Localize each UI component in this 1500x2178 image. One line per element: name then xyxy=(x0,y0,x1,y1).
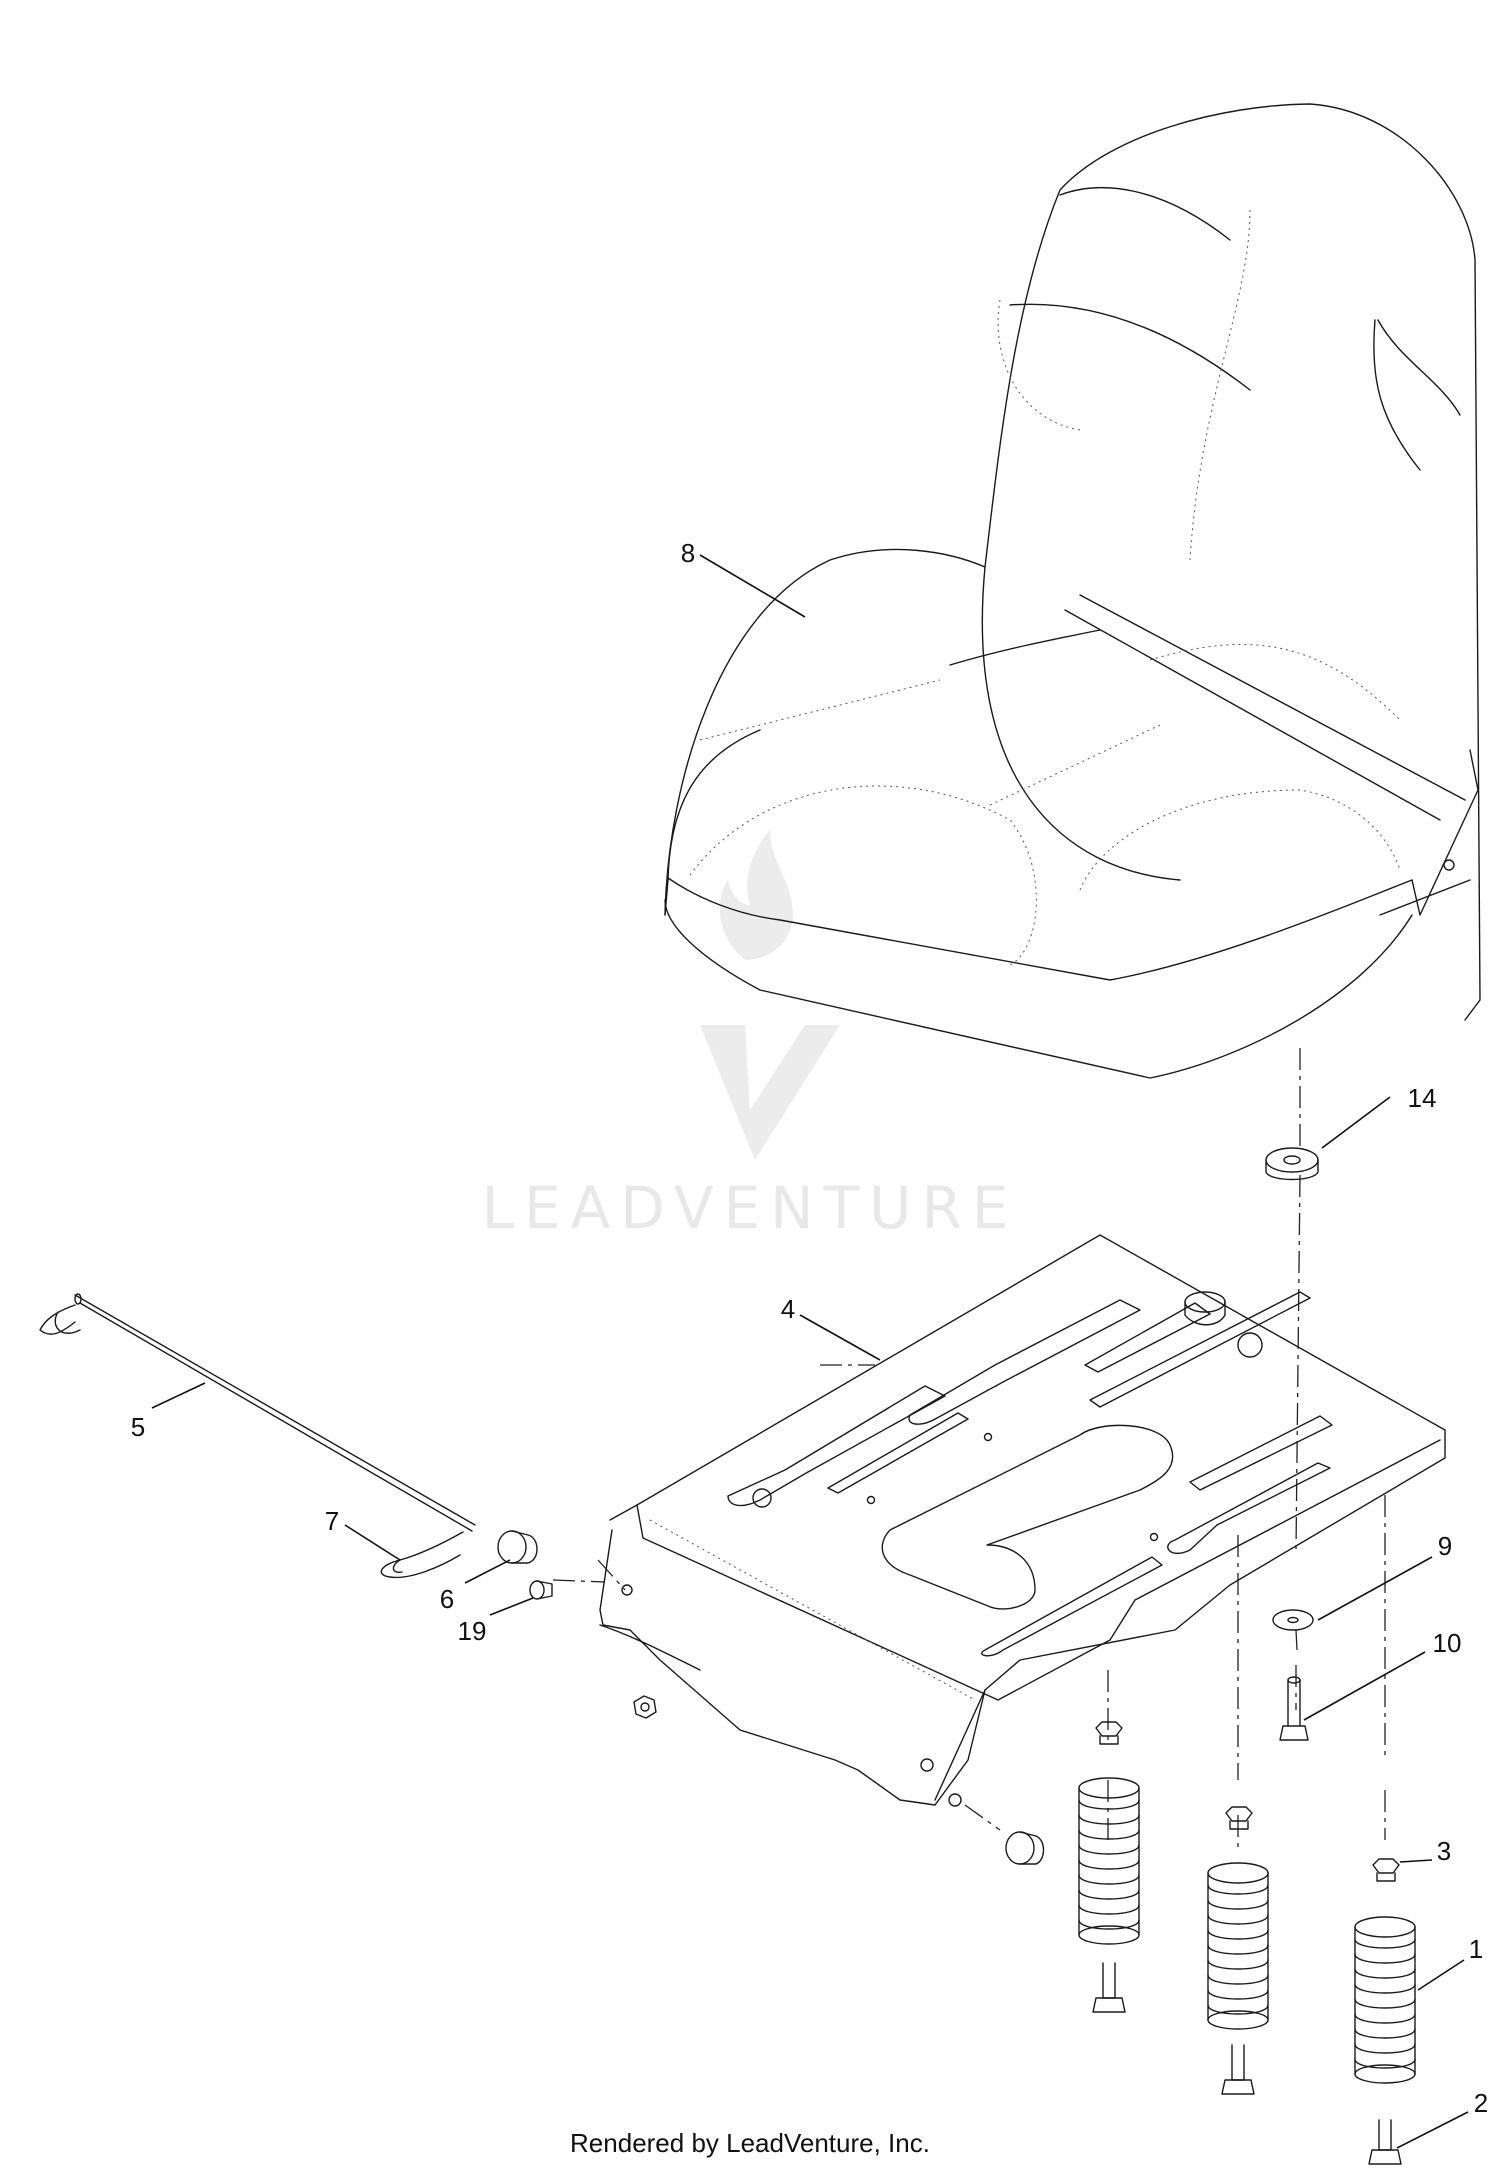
leadventure-watermark: LEADVENTURE xyxy=(482,830,1019,1242)
callout-4: 4 xyxy=(781,1294,795,1324)
leader-19 xyxy=(489,1597,534,1616)
leader-4 xyxy=(799,1314,881,1361)
watermark-text: LEADVENTURE xyxy=(482,1174,1019,1242)
seat-plate-part-4 xyxy=(599,1234,1446,1807)
washer-part-9 xyxy=(1272,1609,1314,1631)
washer-part-14 xyxy=(1265,1147,1319,1181)
clip-part-7 xyxy=(380,1531,464,1579)
v-logo-icon xyxy=(700,1025,840,1160)
leader-5 xyxy=(151,1382,206,1409)
spring-assembly-middle xyxy=(1207,1806,1269,2095)
bolt-part-19 xyxy=(529,1580,553,1600)
leader-9 xyxy=(1317,1556,1433,1621)
callout-7: 7 xyxy=(325,1506,339,1536)
callout-5: 5 xyxy=(131,1412,145,1442)
plate-nut xyxy=(633,1695,657,1719)
callout-6: 6 xyxy=(440,1584,454,1614)
spring-assembly-right xyxy=(1354,1858,1416,2165)
assembly-axis-lines xyxy=(552,1048,1386,1850)
leader-7 xyxy=(344,1524,401,1561)
callout-19: 19 xyxy=(458,1616,487,1646)
callout-leaders xyxy=(151,554,1469,2149)
leader-6 xyxy=(464,1559,511,1584)
plate-bushing xyxy=(1005,1831,1045,1865)
bolt-part-10 xyxy=(1279,1676,1309,1741)
flame-logo-icon xyxy=(719,830,793,960)
seat-part-8 xyxy=(664,103,1481,1079)
leader-8 xyxy=(699,554,806,618)
callout-9: 9 xyxy=(1438,1531,1452,1561)
callout-10: 10 xyxy=(1433,1628,1462,1658)
leader-1 xyxy=(1417,1959,1465,1991)
rod-part-5 xyxy=(39,1293,476,1532)
leader-10 xyxy=(1303,1651,1426,1721)
callout-1: 1 xyxy=(1469,1934,1483,1964)
callout-3: 3 xyxy=(1437,1836,1451,1866)
leader-2 xyxy=(1396,2111,1469,2149)
leader-3 xyxy=(1399,1859,1433,1863)
callout-14: 14 xyxy=(1408,1083,1437,1113)
leader-14 xyxy=(1321,1096,1391,1149)
spring-assembly-left xyxy=(1078,1721,1140,2013)
callout-labels: 8 14 4 5 7 6 19 9 10 3 1 2 xyxy=(131,538,1488,2118)
callout-8: 8 xyxy=(681,538,695,568)
bushing-part-6 xyxy=(497,1530,538,1564)
render-credit: Rendered by LeadVenture, Inc. xyxy=(570,2128,930,2158)
callout-2: 2 xyxy=(1474,2088,1488,2118)
